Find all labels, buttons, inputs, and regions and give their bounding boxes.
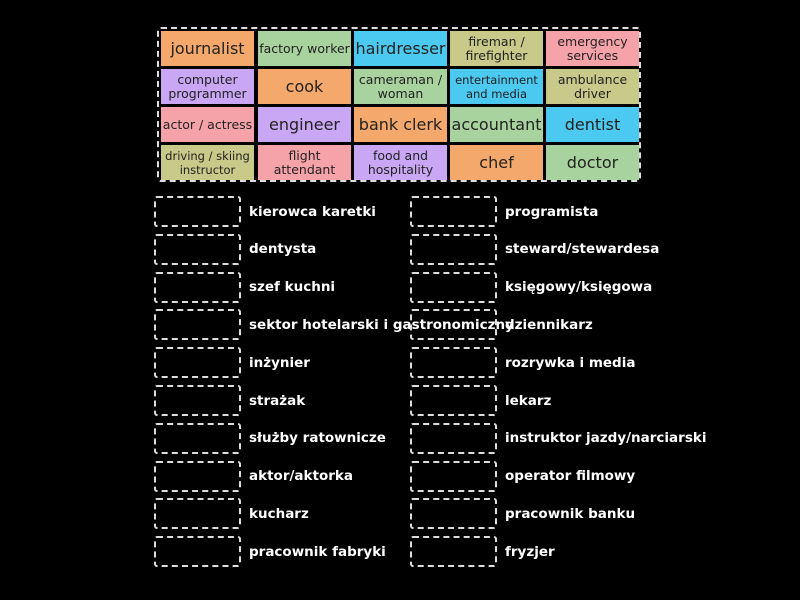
word-tile[interactable]: actor / actress <box>161 107 254 142</box>
word-tile[interactable]: accountant <box>450 107 543 142</box>
word-tile[interactable]: ambulance driver <box>546 69 639 104</box>
word-tile[interactable]: journalist <box>161 31 254 66</box>
word-tile[interactable]: driving / skiing instructor <box>161 145 254 180</box>
drop-slot[interactable] <box>410 347 497 379</box>
word-tile[interactable]: doctor <box>546 145 639 180</box>
drop-slot[interactable] <box>154 347 241 379</box>
target-label: pracownik fabryki <box>249 543 386 560</box>
word-tile[interactable]: cook <box>258 69 351 104</box>
target-label: instruktor jazdy/narciarski <box>505 430 707 447</box>
drop-slot[interactable] <box>410 536 497 568</box>
target-label: steward/stewardesa <box>505 241 660 258</box>
word-tile[interactable]: factory worker <box>258 31 351 66</box>
word-tile[interactable]: entertainment and media <box>450 69 543 104</box>
target-label: fryzjer <box>505 543 555 560</box>
drop-slot[interactable] <box>154 309 241 341</box>
target-label: dentysta <box>249 241 317 258</box>
word-tile[interactable]: food and hospitality <box>354 145 447 180</box>
target-label: szef kuchni <box>249 279 336 296</box>
target-label: programista <box>505 203 599 220</box>
target-label: aktor/aktorka <box>249 468 353 485</box>
target-label: pracownik banku <box>505 505 636 522</box>
drop-slot[interactable] <box>154 422 241 454</box>
word-tile[interactable]: flight attendant <box>258 145 351 180</box>
target-label: inżynier <box>249 354 310 371</box>
target-label: dziennikarz <box>505 316 593 333</box>
target-label: kucharz <box>249 505 309 522</box>
word-tile[interactable]: engineer <box>258 107 351 142</box>
drop-slot[interactable] <box>410 196 497 227</box>
word-tile[interactable]: bank clerk <box>354 107 447 142</box>
target-label: lekarz <box>505 392 552 409</box>
drop-slot[interactable] <box>410 460 497 492</box>
target-label: strażak <box>249 392 306 409</box>
target-label: operator filmowy <box>505 468 636 485</box>
drop-slot[interactable] <box>154 460 241 492</box>
drop-slot[interactable] <box>154 233 241 265</box>
word-tile[interactable]: chef <box>450 145 543 180</box>
drop-slot[interactable] <box>154 536 241 568</box>
drop-slot[interactable] <box>154 196 241 227</box>
word-tile[interactable]: emergency services <box>546 31 639 66</box>
drop-slot[interactable] <box>154 385 241 416</box>
drop-slot[interactable] <box>410 422 497 454</box>
drop-slot[interactable] <box>410 385 497 416</box>
drop-slot[interactable] <box>410 271 497 303</box>
target-label: rozrywka i media <box>505 354 636 371</box>
word-tile[interactable]: dentist <box>546 107 639 142</box>
drop-slot[interactable] <box>154 498 241 530</box>
drop-slot[interactable] <box>410 233 497 265</box>
word-tile[interactable]: cameraman / woman <box>354 69 447 104</box>
tile-bank <box>157 27 641 182</box>
word-tile[interactable]: fireman / firefighter <box>450 31 543 66</box>
drop-slot[interactable] <box>410 498 497 530</box>
word-tile[interactable]: hairdresser <box>354 31 447 66</box>
target-label: kierowca karetki <box>249 203 376 220</box>
drop-slot[interactable] <box>410 309 497 341</box>
target-label: służby ratownicze <box>249 430 386 447</box>
word-tile[interactable]: computer programmer <box>161 69 254 104</box>
drop-slot[interactable] <box>154 271 241 303</box>
target-label: księgowy/księgowa <box>505 279 653 296</box>
target-label: sektor hotelarski i gastronomiczny <box>249 316 514 333</box>
